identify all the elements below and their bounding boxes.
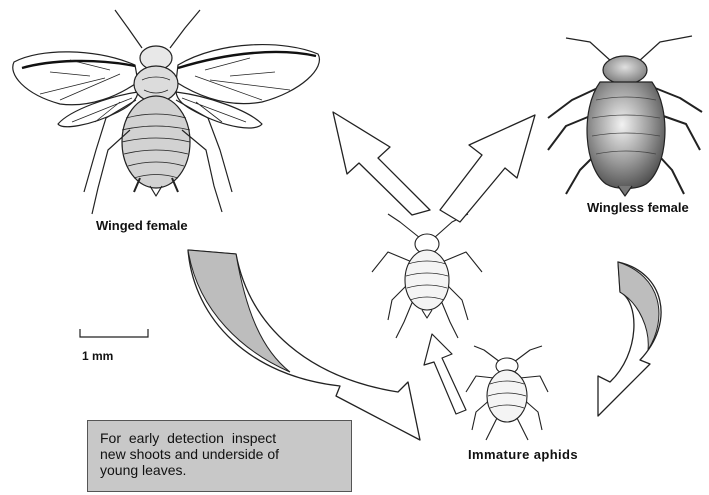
wingless-female-aphid-icon	[548, 36, 702, 196]
arrow-winged-to-immature	[188, 250, 420, 440]
note-line-1: For early detection inspect	[100, 430, 341, 446]
arrow-wingless-to-immature	[598, 262, 661, 416]
scale-label: 1 mm	[82, 349, 113, 363]
detection-note: For early detection inspect new shoots a…	[87, 420, 352, 492]
arrow-to-winged-female	[333, 112, 430, 215]
immature-aphid-icon	[466, 346, 548, 440]
winged-female-label: Winged female	[96, 218, 188, 233]
note-line-3: young leaves.	[100, 462, 341, 478]
scale-bar	[80, 329, 148, 337]
note-line-2: new shoots and underside of	[100, 446, 341, 462]
wingless-female-label: Wingless female	[587, 200, 689, 215]
arrow-to-wingless-female	[440, 115, 535, 222]
arrow-immature-to-nymph	[424, 334, 466, 414]
nymph-aphid-icon	[372, 214, 482, 338]
immature-aphids-label: Immature aphids	[468, 447, 578, 462]
winged-female-aphid-icon	[13, 10, 320, 214]
